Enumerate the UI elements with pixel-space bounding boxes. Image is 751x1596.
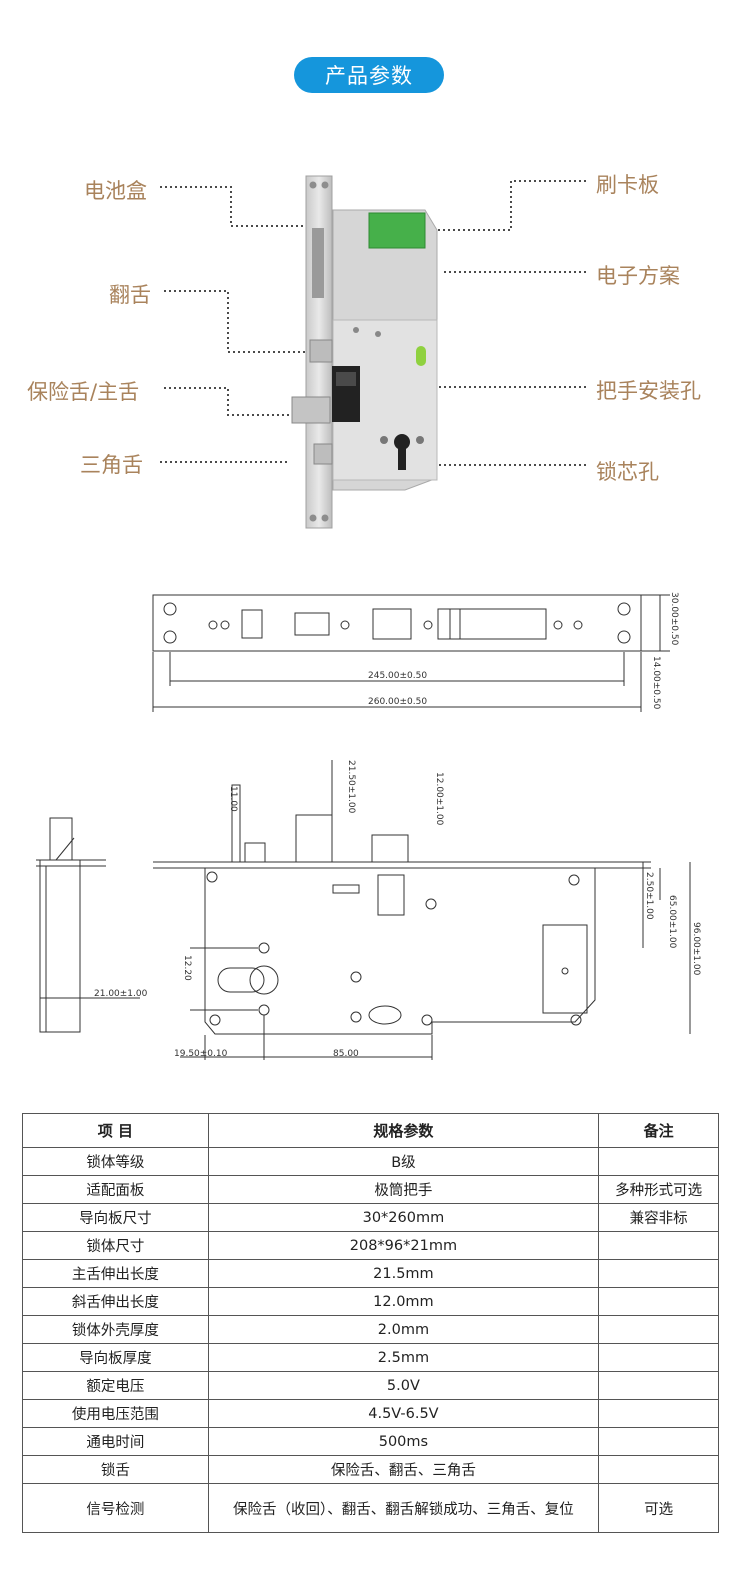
dim-19-5: 19.50±0.10	[174, 1049, 228, 1059]
cell-spec: 21.5mm	[207, 1259, 600, 1288]
cell-spec: 5.0V	[207, 1371, 600, 1400]
cell-spec: 2.5mm	[207, 1343, 600, 1372]
callout-card-board: 刷卡板	[596, 173, 659, 197]
cell-spec: 4.5V-6.5V	[207, 1399, 600, 1428]
dim-2-5: 2.50±1.00	[644, 872, 654, 920]
cell-spec: 30*260mm	[207, 1203, 600, 1232]
table-row: 适配面板极筒把手多种形式可选	[22, 1175, 719, 1204]
dim-21-5: 21.50±1.00	[346, 760, 356, 814]
cell-item: 锁舌	[22, 1455, 209, 1484]
dim-11: 11.00	[228, 786, 238, 812]
cell-item: 额定电压	[22, 1371, 209, 1400]
cell-spec: 保险舌、翻舌、三角舌	[207, 1455, 600, 1484]
dim-85: 85.00	[333, 1049, 359, 1059]
callout-cylinder-hole: 锁芯孔	[596, 460, 659, 484]
cell-note	[598, 1231, 719, 1260]
dim-14: 14.00±0.50	[651, 656, 661, 710]
table-row: 信号检测保险舌（收回）、翻舌、翻舌解锁成功、三角舌、复位可选	[22, 1483, 719, 1533]
cell-spec: 保险舌（收回）、翻舌、翻舌解锁成功、三角舌、复位	[207, 1483, 600, 1533]
cell-spec: 极筒把手	[207, 1175, 600, 1204]
cell-note	[598, 1147, 719, 1176]
cell-item: 锁体尺寸	[22, 1231, 209, 1260]
cell-item: 锁体等级	[22, 1147, 209, 1176]
callout-battery-box: 电池盒	[84, 179, 147, 203]
cell-item: 导向板厚度	[22, 1343, 209, 1372]
dim-30: 30.00±0.50	[669, 592, 679, 646]
cell-note	[598, 1315, 719, 1344]
dim-65: 65.00±1.00	[667, 895, 677, 949]
callout-electronic-scheme: 电子方案	[596, 264, 680, 288]
dim-96: 96.00±1.00	[691, 922, 701, 976]
section-title: 产品参数	[294, 57, 444, 93]
cell-spec: 500ms	[207, 1427, 600, 1456]
dim-12-20: 12.20	[182, 955, 192, 981]
table-row: 锁舌保险舌、翻舌、三角舌	[22, 1455, 719, 1484]
callout-flip-tongue: 翻舌	[109, 283, 151, 307]
dim-245: 245.00±0.50	[368, 671, 427, 681]
cell-item: 使用电压范围	[22, 1399, 209, 1428]
table-header-row: 项 目 规格参数 备注	[22, 1113, 719, 1148]
header-spec: 规格参数	[207, 1113, 600, 1148]
cell-spec: B级	[207, 1147, 600, 1176]
callout-triangle-tongue: 三角舌	[80, 453, 143, 477]
front-plate-drawing: 245.00±0.50 260.00±0.50 30.00±0.50 14.00…	[152, 592, 679, 712]
callout-handle-hole: 把手安装孔	[596, 379, 701, 403]
dim-260: 260.00±0.50	[368, 697, 427, 707]
cell-note	[598, 1259, 719, 1288]
cell-note: 可选	[598, 1483, 719, 1533]
cell-item: 信号检测	[22, 1483, 209, 1533]
lock-product-illustration	[160, 175, 586, 529]
cell-item: 锁体外壳厚度	[22, 1315, 209, 1344]
cell-item: 通电时间	[22, 1427, 209, 1456]
cell-item: 斜舌伸出长度	[22, 1287, 209, 1316]
header-note: 备注	[598, 1113, 719, 1148]
dim-12: 12.00±1.00	[434, 772, 444, 826]
cell-note	[598, 1371, 719, 1400]
cell-item: 主舌伸出长度	[22, 1259, 209, 1288]
cell-note: 兼容非标	[598, 1203, 719, 1232]
callout-safety-main-tongue: 保险舌/主舌	[27, 380, 140, 404]
dim-21: 21.00±1.00	[94, 989, 148, 999]
cell-note	[598, 1343, 719, 1372]
cell-spec: 208*96*21mm	[207, 1231, 600, 1260]
cell-item: 导向板尺寸	[22, 1203, 209, 1232]
cell-note	[598, 1399, 719, 1428]
header-item: 项 目	[22, 1113, 209, 1148]
cell-spec: 2.0mm	[207, 1315, 600, 1344]
cell-note	[598, 1427, 719, 1456]
lock-body-drawing: 21.50±1.00 12.00±1.00 11.00 21.00±1.00 6…	[36, 760, 701, 1060]
cell-note	[598, 1455, 719, 1484]
cell-item: 适配面板	[22, 1175, 209, 1204]
cell-note: 多种形式可选	[598, 1175, 719, 1204]
cell-note	[598, 1287, 719, 1316]
cell-spec: 12.0mm	[207, 1287, 600, 1316]
